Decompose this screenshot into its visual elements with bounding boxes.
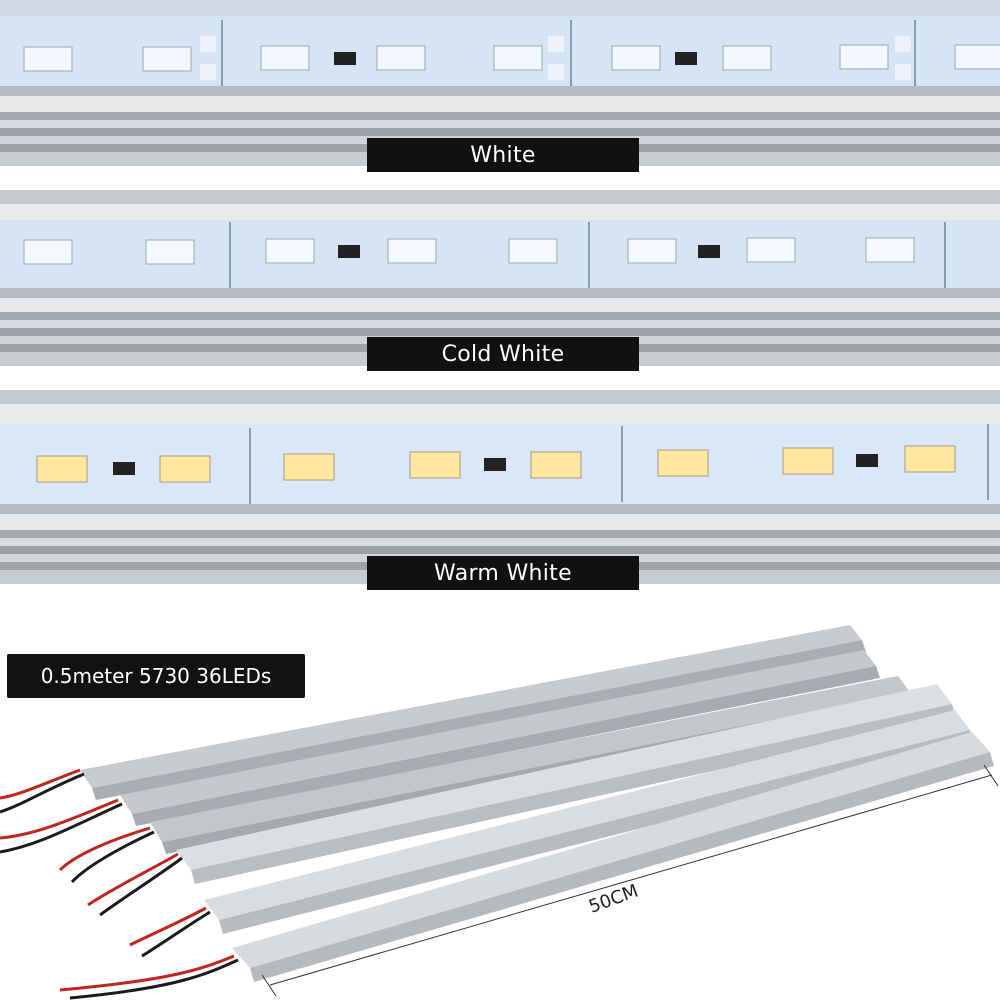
led-bar-4: [176, 684, 956, 884]
led-bar-6: [232, 732, 994, 982]
led-bar-1: [80, 625, 866, 800]
cables: [0, 768, 239, 1000]
spec-label: 0.5meter 5730 36LEDs: [7, 654, 305, 698]
led-bars-illustration: [0, 625, 999, 1000]
warm-white-label: Warm White: [367, 556, 639, 590]
cold-white-led-row: [23, 222, 946, 288]
led-bar-2: [120, 650, 880, 826]
warm-white-strip-closeup: Warm White: [0, 390, 1000, 600]
product-photo: 50CM: [0, 600, 1000, 1000]
white-strip-illustration: [0, 0, 1000, 166]
led-bar-5: [204, 710, 974, 934]
dimension-line: [261, 764, 999, 997]
white-led-row: [23, 20, 1000, 86]
warm-white-led-row: [36, 424, 989, 504]
cold-white-label: Cold White: [367, 337, 639, 371]
white-label: White: [367, 138, 639, 172]
white-strip-closeup: White: [0, 0, 1000, 190]
cold-white-strip-illustration: [0, 190, 1000, 366]
cold-white-strip-closeup: Cold White: [0, 190, 1000, 390]
